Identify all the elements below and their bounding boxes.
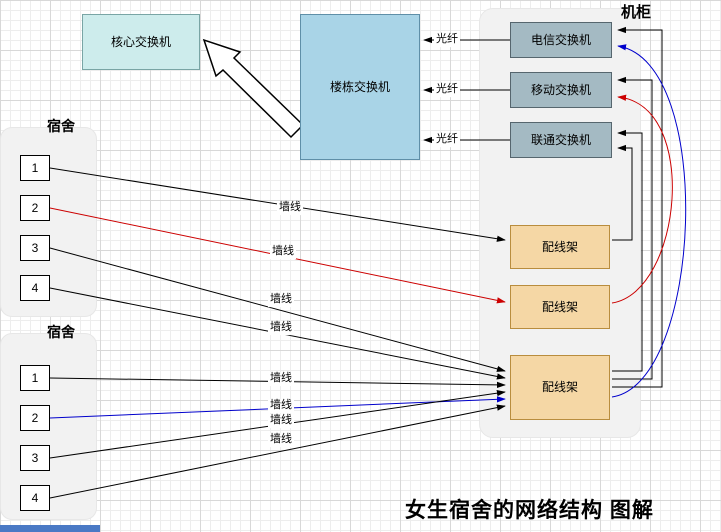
- cabinet-label: 机柜: [621, 4, 652, 21]
- node-unicom-switch: 联通交换机: [510, 122, 612, 158]
- wall-link-d1-room3-panel3: [49, 247, 506, 372]
- dorm1-room-1: 1: [20, 155, 50, 181]
- wall-label-5: 墙线: [268, 372, 294, 386]
- node-telecom-switch: 电信交换机: [510, 22, 612, 58]
- dorm2-room-1: 1: [20, 365, 50, 391]
- big-arrow-building-to-core: [202, 38, 305, 139]
- wall-label-3: 墙线: [268, 293, 294, 307]
- fiber-label-1: 光纤: [434, 33, 460, 47]
- wall-label-1: 墙线: [277, 201, 303, 215]
- node-patch-panel-1: 配线架: [510, 225, 610, 269]
- wall-label-6: 墙线: [268, 399, 294, 413]
- node-mobile-switch: 移动交换机: [510, 72, 612, 108]
- wall-label-4: 墙线: [268, 321, 294, 335]
- wall-label-8: 墙线: [268, 433, 294, 447]
- node-building-switch: 楼栋交换机: [300, 14, 420, 160]
- dorm2-room-4: 4: [20, 485, 50, 511]
- node-core-switch: 核心交换机: [82, 14, 200, 70]
- dorm2-label: 宿舍: [47, 324, 75, 340]
- wall-label-2: 墙线: [270, 245, 296, 259]
- fiber-label-3: 光纤: [434, 133, 460, 147]
- dorm1-room-3: 3: [20, 235, 50, 261]
- dorm1-room-4: 4: [20, 275, 50, 301]
- diagram-title: 女生宿舍的网络结构 图解: [405, 499, 654, 522]
- dorm1-label: 宿舍: [47, 118, 75, 134]
- dorm2-room-2: 2: [20, 405, 50, 431]
- wall-label-7: 墙线: [268, 414, 294, 428]
- node-patch-panel-2: 配线架: [510, 285, 610, 329]
- dorm1-room-2: 2: [20, 195, 50, 221]
- fiber-label-2: 光纤: [434, 83, 460, 97]
- bottom-blue-strip: [0, 525, 100, 532]
- node-patch-panel-3: 配线架: [510, 355, 610, 420]
- dorm2-room-3: 3: [20, 445, 50, 471]
